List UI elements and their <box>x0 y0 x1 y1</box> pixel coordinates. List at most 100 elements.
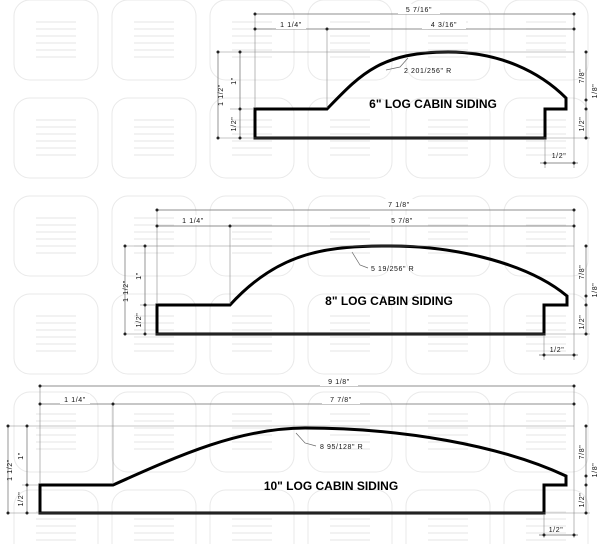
building-stack-icon <box>134 315 174 352</box>
profile-outline <box>38 426 568 515</box>
building-stack-icon <box>134 217 174 254</box>
right-top-label: 7/8" <box>579 445 586 460</box>
building-stack-icon <box>36 21 76 58</box>
watermark-tile <box>13 97 99 179</box>
building-stack-icon <box>232 511 272 541</box>
overall-height-label: 1 1/2" <box>7 459 14 481</box>
building-stack-icon <box>232 315 272 352</box>
upper-height-label: 1" <box>231 77 238 85</box>
arc-width-label: 4 3/16" <box>431 22 457 29</box>
radius-leader <box>295 432 317 447</box>
watermark-tile <box>111 0 197 81</box>
lower-height-label: 1/2" <box>136 313 143 328</box>
right-notch-label: 1/8" <box>592 463 599 478</box>
arc-width-label: 7 7/8" <box>330 397 352 404</box>
building-stack-icon <box>428 413 468 450</box>
notch-width-label: 1/2" <box>552 153 567 160</box>
watermark-tile <box>405 0 491 81</box>
watermark-tile <box>503 195 589 277</box>
lower-height-label: 1/2" <box>231 117 238 132</box>
watermark-tile <box>503 391 589 473</box>
radius-label: 5 19/256" R <box>371 266 414 273</box>
building-stack-icon <box>526 315 566 352</box>
building-stack-icon <box>428 511 468 541</box>
right-bottom-label: 1/2" <box>579 315 586 330</box>
building-stack-icon <box>232 119 272 156</box>
watermark-tile <box>111 195 197 277</box>
notch-width-label: 1/2" <box>549 527 564 534</box>
overall-height-label: 1 1/2" <box>218 84 225 106</box>
building-stack-icon <box>330 119 370 156</box>
flat-width-label: 1 1/4" <box>182 218 204 225</box>
watermark-tile <box>209 0 295 81</box>
upper-height-label: 1" <box>18 452 25 460</box>
right-top-label: 7/8" <box>579 69 586 84</box>
building-stack-icon <box>36 413 76 450</box>
profile-8in: 7 1/8" 1 1/4" 5 7/8" 5 19/256" R 1 1/2" … <box>123 199 599 360</box>
building-stack-icon <box>134 413 174 450</box>
watermark-tile <box>111 391 197 473</box>
profile-6in: 5 7/16" 1 1/4" 4 3/16" 2 201/256" R 1 1/… <box>216 4 599 168</box>
watermark-tile <box>307 489 393 544</box>
arc-width-label: 5 7/8" <box>391 218 413 225</box>
watermark-tile <box>307 0 393 81</box>
radius-leader <box>385 57 409 71</box>
building-stack-icon <box>232 217 272 254</box>
upper-height-label: 1" <box>136 272 143 280</box>
building-stack-icon <box>330 511 370 541</box>
watermark-tile <box>405 391 491 473</box>
watermark-tile <box>503 489 589 544</box>
watermark-tile <box>209 195 295 277</box>
watermark-tile <box>209 489 295 544</box>
watermark-tile <box>13 293 99 375</box>
building-stack-icon <box>428 315 468 352</box>
radius-leader <box>351 251 369 269</box>
building-stack-icon <box>36 217 76 254</box>
right-notch-label: 1/8" <box>592 84 599 99</box>
lower-height-label: 1/2" <box>18 492 25 507</box>
right-bottom-label: 1/2" <box>579 117 586 132</box>
profile-outline <box>253 50 568 140</box>
building-stack-icon <box>428 119 468 156</box>
flat-width-label: 1 1/4" <box>280 22 302 29</box>
building-stack-icon <box>36 511 76 541</box>
building-stack-icon <box>526 413 566 450</box>
overall-height-label: 1 1/2" <box>123 280 130 302</box>
watermark-tile <box>13 195 99 277</box>
watermark-tile <box>405 195 491 277</box>
right-top-label: 7/8" <box>579 265 586 280</box>
overall-width-label: 5 7/16" <box>406 7 432 14</box>
building-stack-icon <box>330 21 370 58</box>
overall-width-label: 7 1/8" <box>388 202 410 209</box>
watermark-tile <box>111 489 197 544</box>
right-notch-label: 1/8" <box>592 283 599 298</box>
profile-10in: 9 1/8" 1 1/4" 7 7/8" 8 95/128" R 1 1/2" … <box>6 376 599 538</box>
building-stack-icon <box>526 217 566 254</box>
building-stack-icon <box>134 21 174 58</box>
profile-title: 8" LOG CABIN SIDING <box>325 294 453 308</box>
watermark-tile <box>405 489 491 544</box>
watermark-tile <box>13 391 99 473</box>
radius-label: 2 201/256" R <box>404 68 452 75</box>
watermark-tile <box>503 0 589 81</box>
notch-width-label: 1/2" <box>550 347 565 354</box>
profile-outline <box>155 244 569 336</box>
building-stack-icon <box>134 511 174 541</box>
building-stack-icon <box>330 315 370 352</box>
flat-width-label: 1 1/4" <box>64 397 86 404</box>
watermark-tile <box>307 195 393 277</box>
watermark-tile <box>111 97 197 179</box>
profile-title: 6" LOG CABIN SIDING <box>369 97 497 111</box>
watermark-tiles <box>13 0 589 544</box>
building-stack-icon <box>36 315 76 352</box>
building-stack-icon <box>36 119 76 156</box>
watermark-tile <box>13 0 99 81</box>
building-stack-icon <box>134 119 174 156</box>
watermark-tile <box>209 391 295 473</box>
profile-title: 10" LOG CABIN SIDING <box>264 479 398 493</box>
right-bottom-label: 1/2" <box>579 493 586 508</box>
watermark-tile <box>13 489 99 544</box>
overall-width-label: 9 1/8" <box>328 379 350 386</box>
